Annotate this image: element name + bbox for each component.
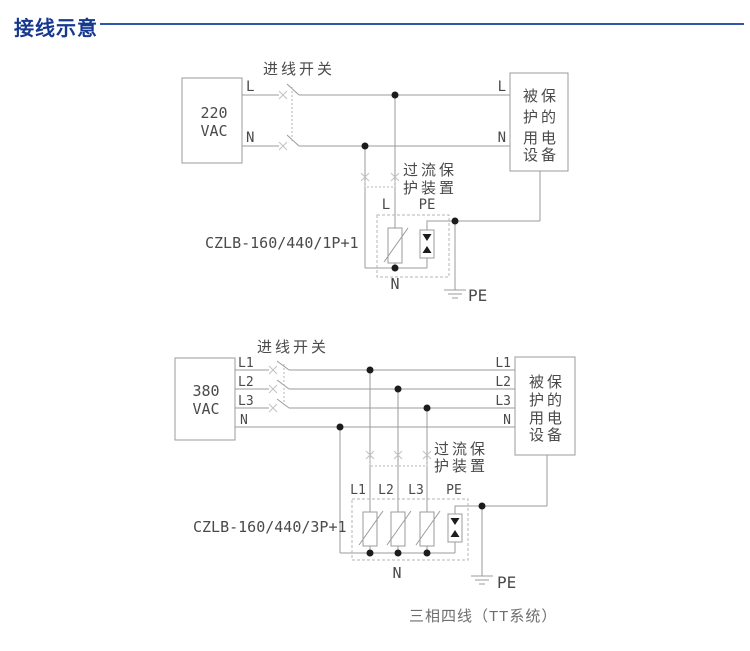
top-junction-dots xyxy=(361,91,459,272)
bottom-equipment-terminal-l3: L3 xyxy=(495,394,511,409)
top-ground-label: PE xyxy=(468,286,487,305)
top-equipment-terminal-l: L xyxy=(498,79,506,95)
top-dashed-links xyxy=(291,87,450,278)
top-switch-label: 进线开关 xyxy=(263,61,335,78)
bottom-ocp-label-line2: 护装置 xyxy=(434,458,488,475)
top-source-terminal-l: L xyxy=(246,79,254,95)
bottom-source-terminal-l2: L2 xyxy=(238,375,254,390)
bottom-dashed-links xyxy=(283,364,469,561)
bottom-source-terminal-l1: L1 xyxy=(238,356,254,371)
bottom-spd-terminal-pe: PE xyxy=(446,483,462,498)
gas-discharge-tube-icon xyxy=(419,229,435,259)
bottom-source-box xyxy=(174,357,236,441)
varistor-icon-l2 xyxy=(386,510,412,547)
top-source-box xyxy=(181,77,243,164)
bottom-switch-contact-icons xyxy=(268,365,432,460)
bottom-diagram: L1 L2 L3 N 进线开关 380 VAC L1 L2 L3 N 被保 护的… xyxy=(174,339,576,625)
top-switch-contact-icons xyxy=(278,90,400,182)
top-source-unit: VAC xyxy=(200,122,227,140)
bottom-equipment-line2: 护的 xyxy=(529,392,565,409)
bottom-equipment-box xyxy=(514,356,576,456)
bottom-equipment-terminal-n: N xyxy=(503,413,511,428)
top-spd-terminal-l: L xyxy=(382,197,390,213)
bottom-equipment-line1: 被保 xyxy=(529,374,565,391)
bottom-source-unit: VAC xyxy=(192,400,219,418)
bottom-source-terminal-l3: L3 xyxy=(238,394,254,409)
top-equipment-line2: 护的 xyxy=(523,109,559,126)
bottom-junction-dots xyxy=(336,366,486,557)
bottom-equipment-line4: 设备 xyxy=(529,427,565,444)
bottom-equipment-terminal-l1: L1 xyxy=(495,356,511,371)
top-equipment-terminal-n: N xyxy=(498,130,506,146)
top-equipment-line3: 用电 xyxy=(523,130,559,147)
page-title: 接线示意 xyxy=(14,18,98,40)
top-spd-terminal-pe: PE xyxy=(419,197,436,213)
bottom-spd-terminal-l1: L1 xyxy=(350,483,366,498)
gas-discharge-tube-icon xyxy=(447,513,463,543)
varistor-icon xyxy=(383,227,409,264)
bottom-spd-terminal-n: N xyxy=(392,564,401,582)
title-rule xyxy=(100,23,744,25)
bottom-equipment-line3: 用电 xyxy=(529,410,565,427)
bottom-ground-label: PE xyxy=(497,573,516,592)
bottom-wires xyxy=(235,360,548,585)
bottom-source-terminal-n: N xyxy=(240,413,248,428)
top-diagram: L N 进线开关 220 VAC L N 被保 护的 用电 设备 过流保 护装置… xyxy=(181,61,569,305)
top-equipment-box xyxy=(509,72,569,172)
top-equipment-line1: 被保 xyxy=(523,88,559,105)
spd-enclosure-dashed-box xyxy=(351,498,469,561)
top-wires xyxy=(242,83,541,299)
bottom-ocp-label-line1: 过流保 xyxy=(434,441,488,458)
spd-enclosure-dashed-box xyxy=(376,214,450,278)
varistor-icon-l3 xyxy=(415,510,441,547)
top-spd-terminal-n: N xyxy=(390,275,399,293)
top-ocp-label-line1: 过流保 xyxy=(403,162,457,179)
varistor-icon-l1 xyxy=(358,510,384,547)
bottom-equipment-terminal-l2: L2 xyxy=(495,375,511,390)
bottom-switch-label: 进线开关 xyxy=(257,339,329,356)
bottom-spd-model: CZLB-160/440/3P+1 xyxy=(193,518,347,536)
top-ocp-label-line2: 护装置 xyxy=(403,180,457,197)
bottom-spd-terminal-l3: L3 xyxy=(408,483,424,498)
bottom-caption: 三相四线（TT系统） xyxy=(409,608,557,625)
bottom-source-voltage: 380 xyxy=(192,382,219,400)
bottom-spd-terminal-l2: L2 xyxy=(378,483,394,498)
top-source-voltage: 220 xyxy=(200,104,227,122)
top-spd-model: CZLB-160/440/1P+1 xyxy=(205,234,359,252)
top-source-terminal-n: N xyxy=(246,130,254,146)
top-equipment-line4: 设备 xyxy=(523,147,559,164)
